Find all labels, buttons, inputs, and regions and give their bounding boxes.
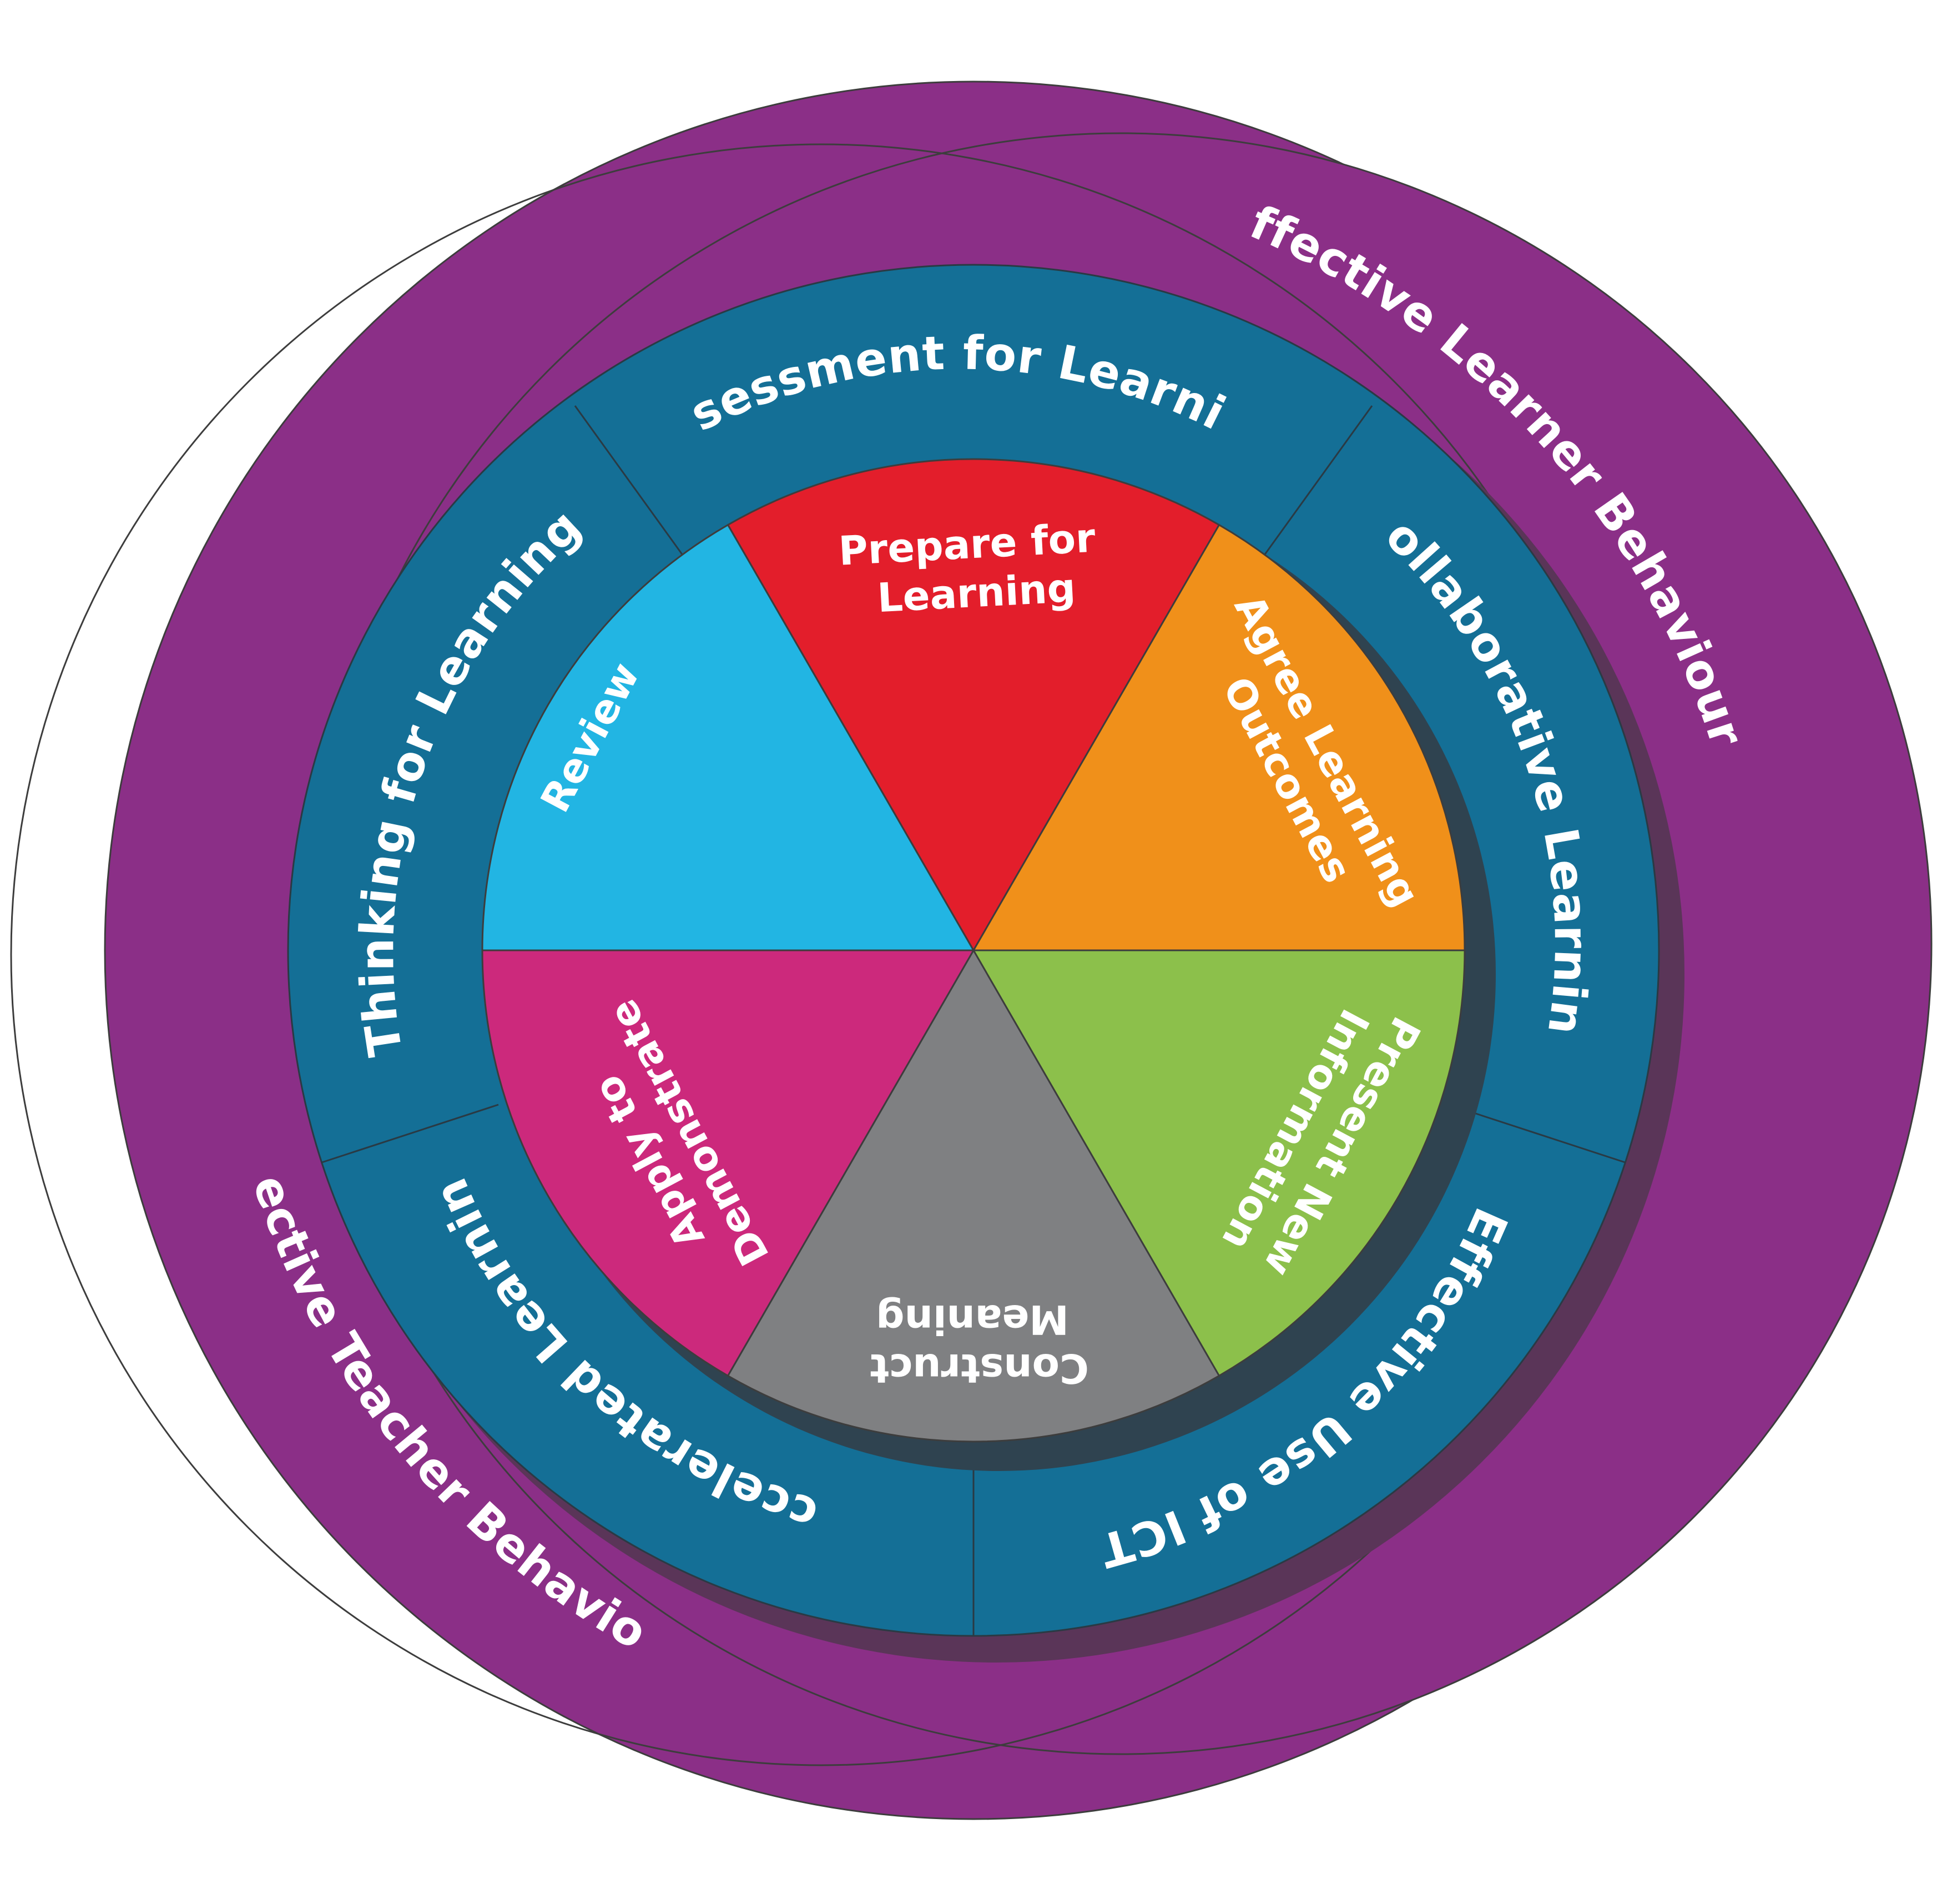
wedge-prepare	[727, 458, 1220, 952]
wedge-present	[972, 949, 1466, 1377]
wedge-label-construct: Construct Meaning	[856, 1296, 1089, 1392]
wedge-label-prepare: Prepare for Learning	[838, 513, 1113, 623]
middle-ring-dividers	[321, 405, 1626, 1636]
wedge-construct	[727, 949, 1220, 1443]
wedge-apply	[481, 949, 975, 1377]
wedge-review	[481, 523, 975, 951]
inner-wheel	[481, 458, 1466, 1443]
wedge-agree	[972, 523, 1466, 951]
